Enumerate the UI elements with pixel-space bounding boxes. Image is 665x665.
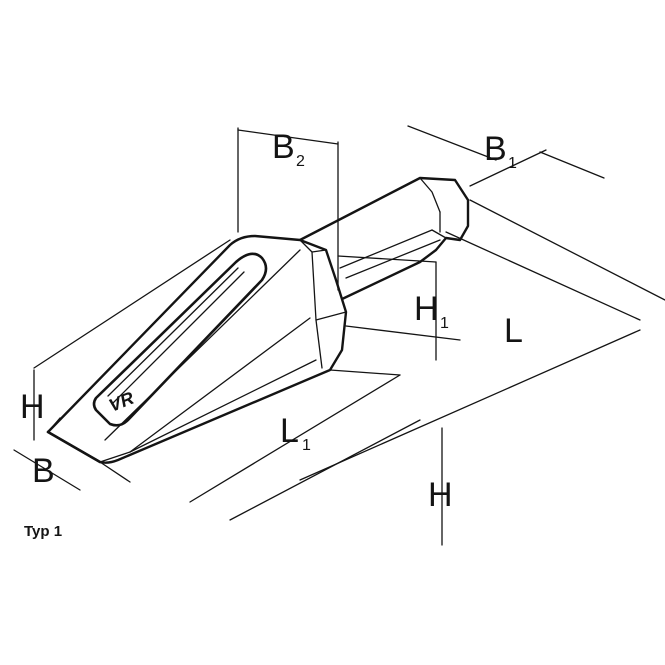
dim-label-L: L	[504, 312, 523, 350]
dim-label-B1: B 1	[484, 130, 517, 172]
dim-label-B: B	[32, 452, 55, 490]
dimension-lines	[13, 125, 665, 546]
svg-text:B: B	[484, 130, 507, 168]
dim-label-L1: L 1	[280, 412, 311, 454]
dim-label-H-left: H	[20, 388, 45, 426]
svg-text:1: 1	[302, 437, 311, 454]
svg-text:1: 1	[440, 315, 449, 332]
svg-text:H: H	[428, 476, 453, 514]
svg-text:H: H	[414, 290, 439, 328]
svg-text:B: B	[272, 128, 295, 166]
dim-label-H-right: H	[428, 476, 453, 514]
dim-label-H1: H 1	[414, 290, 449, 332]
tooth-body	[46, 234, 348, 464]
svg-text:1: 1	[508, 155, 517, 172]
dim-label-B2: B 2	[272, 128, 305, 170]
svg-text:B: B	[32, 452, 55, 490]
svg-text:H: H	[20, 388, 45, 426]
type-label: Typ 1	[24, 523, 62, 540]
svg-text:L: L	[504, 312, 523, 350]
svg-text:2: 2	[296, 153, 305, 170]
svg-text:L: L	[280, 412, 299, 450]
